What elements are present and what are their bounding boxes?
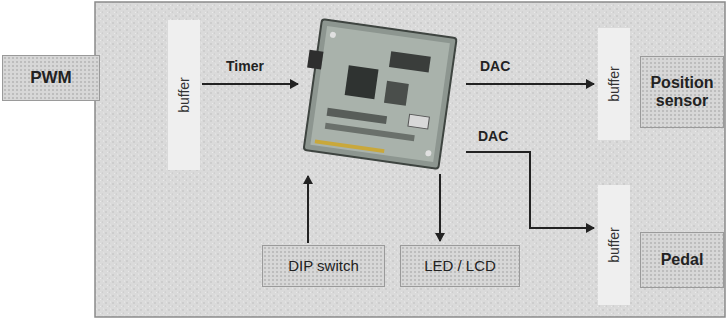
box-label: PWM	[30, 68, 72, 88]
buffer-band: buffer	[598, 28, 630, 140]
input-box: DIP switch	[262, 245, 385, 287]
device-box: Pedal	[640, 232, 724, 288]
box-label: Position sensor	[647, 74, 717, 111]
box-label: LED / LCD	[424, 257, 496, 274]
buffer-label: buffer	[176, 77, 192, 113]
buffer-band: buffer	[598, 185, 630, 305]
signal-label: DAC	[478, 128, 508, 144]
box-label: DIP switch	[288, 257, 359, 274]
buffer-label: buffer	[606, 66, 622, 102]
signal-label: DAC	[480, 58, 510, 74]
signal-arrows	[202, 84, 594, 243]
board-illustration	[296, 18, 457, 169]
signal-label: Timer	[226, 58, 264, 74]
buffer-label: buffer	[606, 227, 622, 263]
output-box: LED / LCD	[400, 245, 520, 287]
buffer-band: buffer	[168, 20, 200, 170]
box-label: Pedal	[661, 251, 704, 269]
device-box: Position sensor	[640, 56, 724, 128]
signal-box: PWM	[2, 55, 100, 101]
system-panel	[95, 2, 725, 317]
